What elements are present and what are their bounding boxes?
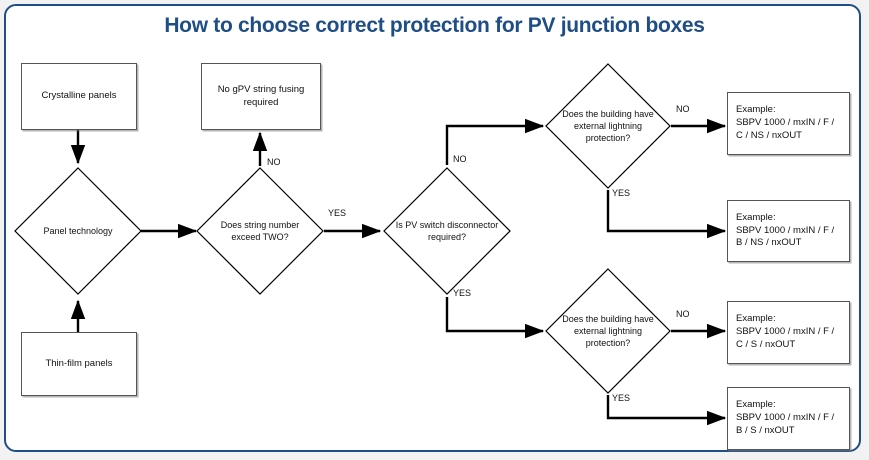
page-title: How to choose correct protection for PV … xyxy=(164,14,705,37)
node-result-c-s-line2: SBPV 1000 / mxIN / F / xyxy=(736,326,835,338)
node-result-c-ns[interactable]: Example: SBPV 1000 / mxIN / F / C / NS /… xyxy=(727,92,850,155)
node-result-c-ns-line2: SBPV 1000 / mxIN / F / xyxy=(736,117,835,129)
node-thin-film-panels-label: Thin-film panels xyxy=(45,357,113,369)
node-result-b-ns-line2: SBPV 1000 / mxIN / F / xyxy=(736,224,835,236)
node-result-c-s[interactable]: Example: SBPV 1000 / mxIN / F / C / S / … xyxy=(727,301,850,364)
edge-label-lightning-top-no: NO xyxy=(676,104,690,114)
node-result-b-ns[interactable]: Example: SBPV 1000 / mxIN / F / B / NS /… xyxy=(727,200,850,262)
node-result-b-s[interactable]: Example: SBPV 1000 / mxIN / F / B / S / … xyxy=(727,387,850,450)
node-result-b-s-line3: B / S / nxOUT xyxy=(736,424,795,436)
node-no-gpv-string-fusing[interactable]: No gPV string fusing required xyxy=(201,63,321,130)
node-crystalline-panels-label: Crystalline panels xyxy=(41,90,117,102)
edge-label-lightning-top-yes: YES xyxy=(612,188,631,198)
node-lightning-protection-bottom[interactable]: Does the building have external lightnin… xyxy=(545,268,671,394)
edge-label-lightning-bottom-yes: YES xyxy=(612,393,631,403)
node-result-b-ns-line1: Example: xyxy=(736,211,776,223)
edge-label-string-no: NO xyxy=(267,157,281,167)
node-result-b-ns-line3: B / NS / nxOUT xyxy=(736,237,802,249)
node-result-c-ns-line3: C / NS / nxOUT xyxy=(736,129,802,141)
node-thin-film-panels[interactable]: Thin-film panels xyxy=(21,332,137,396)
node-result-b-s-line1: Example: xyxy=(736,399,776,411)
node-result-c-s-line1: Example: xyxy=(736,313,776,325)
edge-label-switch-no: NO xyxy=(453,154,467,164)
node-no-gpv-string-fusing-label: No gPV string fusing required xyxy=(217,83,305,108)
edge-label-switch-yes: YES xyxy=(453,288,472,298)
node-result-c-ns-line1: Example: xyxy=(736,104,776,116)
node-result-c-s-line3: C / S / nxOUT xyxy=(736,338,796,350)
edge-label-string-yes: YES xyxy=(328,208,347,218)
node-crystalline-panels[interactable]: Crystalline panels xyxy=(21,63,137,130)
node-string-count-question[interactable]: Does string number exceed TWO? xyxy=(196,167,324,295)
node-result-b-s-line2: SBPV 1000 / mxIN / F / xyxy=(736,412,835,424)
node-pv-switch-question[interactable]: Is PV switch disconnector required? xyxy=(383,167,511,295)
node-lightning-protection-top[interactable]: Does the building have external lightnin… xyxy=(545,63,671,189)
node-panel-technology[interactable]: Panel technology xyxy=(14,167,142,295)
edge-label-lightning-bottom-no: NO xyxy=(676,309,690,319)
